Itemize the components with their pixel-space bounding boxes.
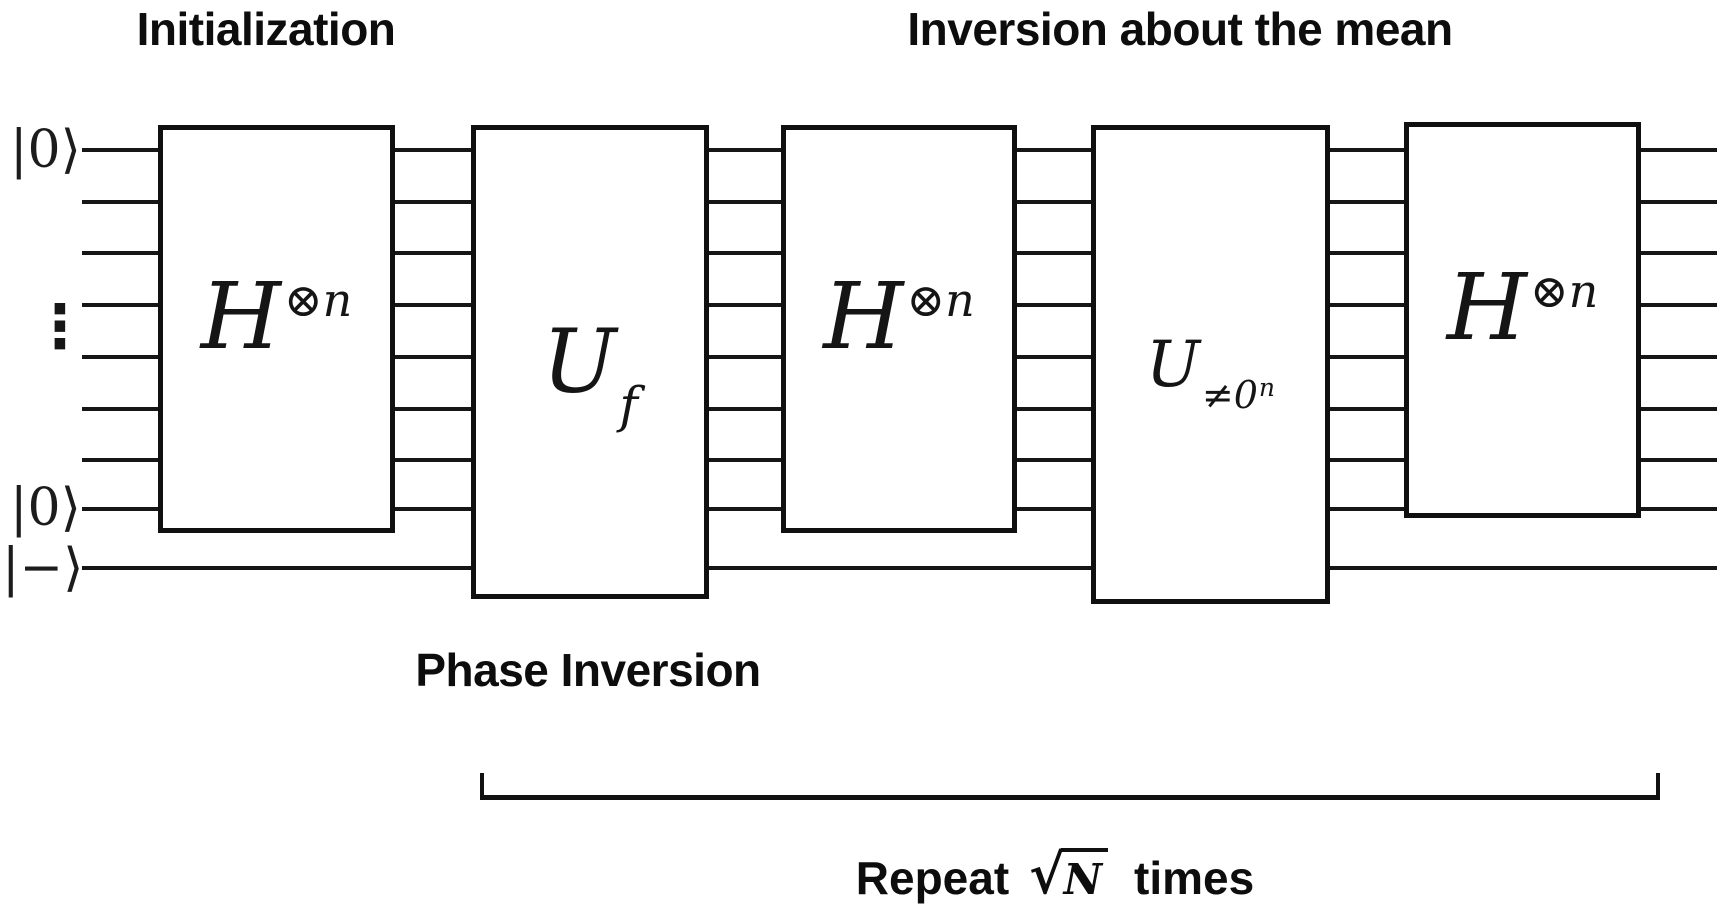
gate-base-symbol: H xyxy=(1446,254,1528,361)
gate-hadamard-2: H⊗n xyxy=(781,125,1017,533)
gate-oracle-uf: Uf xyxy=(471,125,709,599)
ket-minus-label: |−⟩ xyxy=(2,538,84,598)
gate-superscript: ⊗n xyxy=(906,273,975,327)
gate-subscript: f xyxy=(619,376,638,434)
gate-subscript: ≠0n xyxy=(1202,373,1275,417)
initialization-title: Initialization xyxy=(136,3,396,55)
gate-subscript-superscript: n xyxy=(1258,372,1276,402)
sqrt-n-expression: √ N xyxy=(1029,842,1109,907)
repeat-caption: Repeat √ N times xyxy=(755,842,1355,907)
inversion-about-mean-title: Inversion about the mean xyxy=(907,3,1453,55)
gate-base-symbol: U xyxy=(1145,327,1200,402)
radical-sign: √ xyxy=(1029,842,1065,906)
gate-base-symbol: H xyxy=(823,263,904,370)
gate-hadamard-3: H⊗n xyxy=(1404,122,1641,518)
vertical-ellipsis-icon: ⋮ xyxy=(30,292,90,362)
gate-hadamard-3-label: H⊗n xyxy=(1447,262,1598,354)
gate-phase-flip-label: U≠0n xyxy=(1146,333,1275,414)
gate-superscript: ⊗n xyxy=(284,273,353,327)
repeat-prefix: Repeat xyxy=(855,852,1010,904)
gate-hadamard-1: H⊗n xyxy=(158,125,395,533)
gate-subscript-main: ≠0 xyxy=(1201,372,1258,417)
gate-superscript: ⊗n xyxy=(1530,264,1599,318)
gate-oracle-uf-label: Uf xyxy=(542,318,638,431)
phase-inversion-title: Phase Inversion xyxy=(415,644,761,696)
gate-base-symbol: U xyxy=(542,310,617,413)
ancilla-wire xyxy=(82,566,1717,570)
radicand-n: N xyxy=(1060,848,1109,904)
gate-hadamard-1-label: H⊗n xyxy=(201,271,352,363)
gate-phase-flip-nonzero: U≠0n xyxy=(1091,125,1330,604)
repeat-suffix: times xyxy=(1134,852,1255,904)
gate-hadamard-2-label: H⊗n xyxy=(823,271,974,363)
ket-zero-label-bottom: |0⟩ xyxy=(10,478,81,538)
repeat-bracket xyxy=(480,773,1660,800)
gate-base-symbol: H xyxy=(200,263,282,370)
ket-zero-label-top: |0⟩ xyxy=(10,120,81,180)
